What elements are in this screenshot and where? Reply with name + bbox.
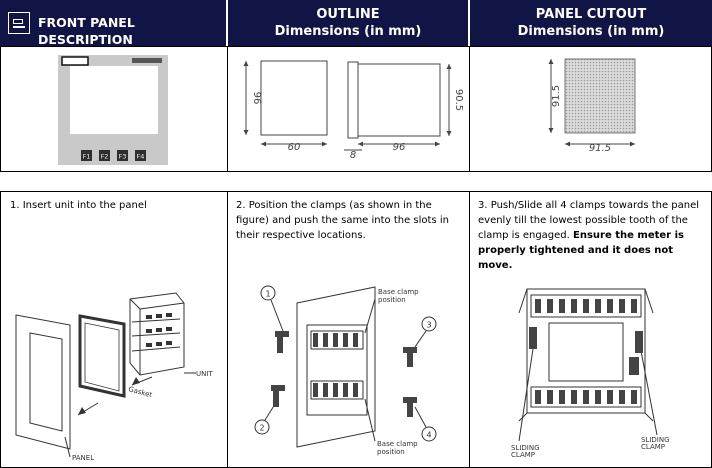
unit-body [129,292,185,376]
unit-label: UNIT [196,370,213,378]
front-panel-title: FRONT PANEL DESCRIPTION [38,15,135,47]
outline-width-label: 60 [288,142,301,153]
outline-title: OUTLINE [316,7,380,22]
cutout-height-label: 91.5 [551,85,562,107]
key-f4: F4 [137,153,145,161]
sliding-clamp-right-label-2: CLAMP [641,443,665,451]
step-3-text: 3. Push/Slide all 4 clamps towards the p… [478,200,700,241]
front-panel-icon [8,12,30,34]
outline-flange-label: 8 [350,150,356,161]
callout-2-label: 2 [259,424,264,433]
panel-label: PANEL [72,454,94,462]
base-clamp-top-label: Base clamp [378,288,419,296]
sliding-clamp-left-label: SLIDING [511,444,540,452]
header-outline: OUTLINE Dimensions (in mm) [228,0,468,46]
sliding-clamp-left-label-2: CLAMP [511,451,535,459]
step-3-text-block: 3. Push/Slide all 4 clamps towards the p… [478,198,708,273]
callout-3-label: 3 [426,321,431,330]
key-f1: F1 [83,153,91,161]
outline-depth-label: 96 [393,142,406,153]
base-clamp-bottom-label: Base clamp [377,440,418,448]
step-2-text: 2. Position the clamps (as shown in the … [236,200,449,241]
cutout-width-label: 91.5 [589,143,611,154]
callout-1 [260,285,276,301]
gasket-frame [78,314,126,398]
cutout-area [564,58,636,134]
outline-subtitle: Dimensions (in mm) [274,24,422,39]
header-panel-cutout: PANEL CUTOUT Dimensions (in mm) [470,0,712,46]
mounting-plate [296,286,376,448]
step-3-diagram: SLIDING CLAMP SLIDING CLAMP [511,288,670,459]
callout-1-label: 1 [265,290,270,299]
step-1-diagram: Gasket UNIT PANEL [15,292,213,462]
base-clamp-top-position: position [378,296,406,304]
outline-diagram: 96 60 90.5 96 8 [243,60,464,161]
cutout-diagram: 91.5 91.5 [548,58,636,154]
key-f2: F2 [101,153,109,161]
meter-body [306,324,368,416]
outline-side-height-label: 90.5 [453,89,464,111]
base-clamp-bottom-position: position [377,448,405,456]
step-3-bold-text: Ensure the meter is properly tightened a… [478,230,684,271]
cutout-title: PANEL CUTOUT [535,7,647,22]
callout-4-label: 4 [426,431,431,440]
cutout-subtitle: Dimensions (in mm) [517,24,665,39]
key-f3: F3 [119,153,127,161]
callout-3 [421,316,437,332]
installed-meter [526,288,646,414]
callout-2 [254,419,270,435]
outline-height-label: 96 [251,92,262,105]
front-panel-diagram: F1 F2 F3 F4 [58,55,168,165]
header-front-panel: FRONT PANEL DESCRIPTION [0,0,226,47]
front-panel-keys: F1 F2 F3 F4 [81,150,146,161]
sliding-clamp-right-label: SLIDING [641,436,670,444]
gasket-label: Gasket [127,385,153,399]
step-2-diagram: 1 2 3 4 Base clamp position Base clamp p… [254,285,437,456]
step-1-text: 1. Insert unit into the panel [10,200,147,211]
callout-4 [421,426,437,442]
panel-plate [15,314,71,450]
